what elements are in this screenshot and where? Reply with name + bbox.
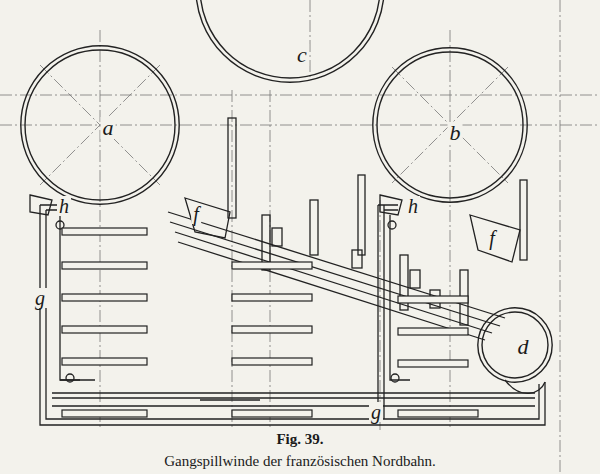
part-letter: a — [101, 117, 116, 139]
turntable-circle: a — [20, 45, 180, 205]
part-letter: b — [448, 122, 463, 144]
part-letter: d — [516, 336, 531, 358]
part-label: h — [406, 196, 420, 216]
circle-outline — [195, 0, 385, 83]
figure-caption: Gangspillwinde der französischen Nordbah… — [164, 454, 436, 469]
part-label: g — [369, 402, 383, 422]
part-label: f — [487, 228, 497, 248]
part-letter: c — [295, 44, 309, 66]
part-label: f — [191, 204, 201, 224]
part-label: g — [33, 288, 47, 308]
turntable-circle: c — [195, 0, 385, 83]
turntable-circle: b — [372, 47, 528, 203]
part-label: h — [57, 196, 71, 216]
figure-number: Fig. 39. — [276, 432, 323, 447]
turntable-circle: d — [477, 307, 553, 383]
